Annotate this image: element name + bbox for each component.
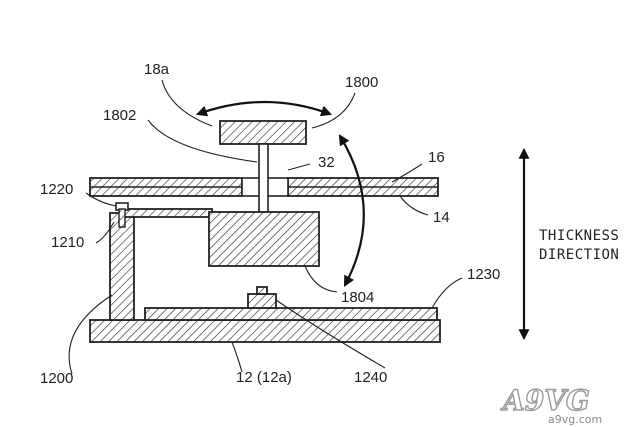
label-1802: 1802 — [103, 107, 136, 124]
label-14: 14 — [433, 209, 450, 226]
tilt-arrow-top — [195, 100, 333, 117]
direction-label-line1: THICKNESS — [539, 228, 619, 244]
base-plate — [89, 319, 441, 343]
label-18a: 18a — [144, 61, 170, 78]
label-32: 32 — [318, 154, 335, 171]
label-1200: 1200 — [40, 370, 73, 387]
label-1800: 1800 — [345, 74, 378, 91]
label-1804: 1804 — [341, 289, 374, 306]
support-arm — [121, 208, 213, 218]
label-1220: 1220 — [40, 181, 73, 198]
label-1230: 1230 — [467, 266, 500, 283]
label-1210: 1210 — [51, 234, 84, 251]
direction-label-line2: DIRECTION — [539, 247, 619, 263]
circuit-board — [144, 307, 438, 321]
screw — [115, 202, 129, 228]
label-12-12a: 12 (12a) — [236, 369, 292, 386]
watermark-logo: A9VG — [500, 384, 590, 417]
watermark-url: a9vg.com — [548, 413, 602, 426]
sensor-chip — [247, 293, 277, 309]
label-16: 16 — [428, 149, 445, 166]
stick-shaft — [258, 143, 269, 213]
sensor-cap — [256, 286, 268, 295]
tilt-arrow-side — [338, 134, 365, 287]
label-1240: 1240 — [354, 369, 387, 386]
stick-body — [208, 211, 320, 267]
leader-lines — [68, 79, 463, 375]
stick-cap — [219, 120, 307, 145]
support-wall — [109, 212, 135, 321]
